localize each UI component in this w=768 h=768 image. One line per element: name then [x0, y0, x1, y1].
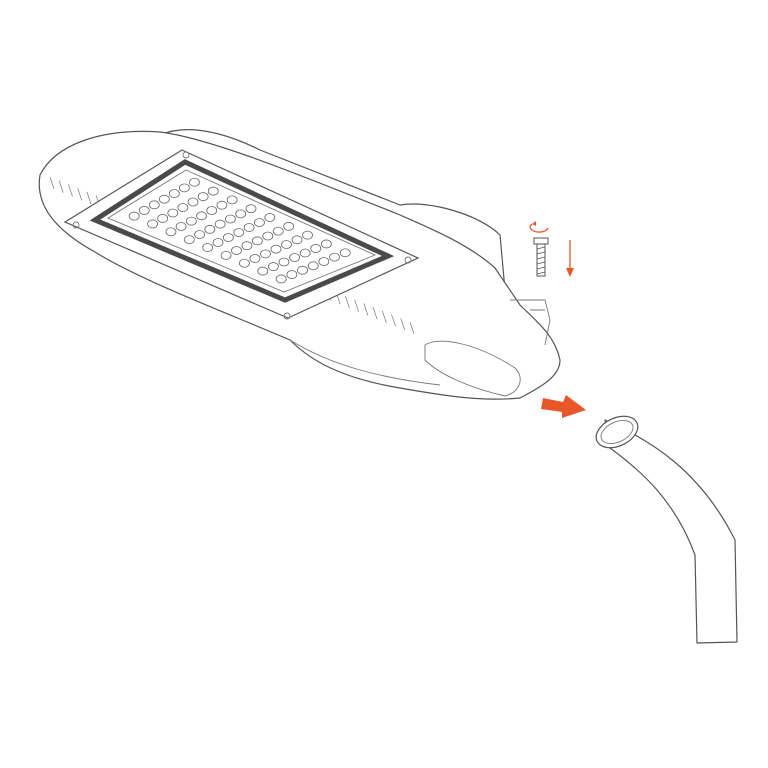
led-lens [178, 183, 190, 193]
fin-line [400, 318, 406, 331]
led-lens [307, 261, 319, 271]
led-lens [207, 186, 219, 196]
led-lens [249, 254, 261, 263]
fin-line [391, 314, 396, 327]
led-lens [267, 262, 279, 271]
led-lens [291, 235, 303, 245]
led-lens [329, 252, 340, 262]
fin-line [372, 307, 378, 320]
fin-line [381, 310, 387, 323]
fin-line [363, 303, 369, 316]
street-light-head [38, 129, 561, 400]
screw [533, 237, 549, 277]
fin-line [68, 184, 73, 197]
rotate-arrow-icon [529, 221, 549, 233]
led-lens [185, 216, 197, 226]
led-lens [168, 189, 180, 198]
led-lens [196, 211, 207, 221]
panel-screw [182, 151, 190, 159]
led-lens [264, 213, 276, 222]
led-lens [222, 233, 234, 242]
mounting-pole [595, 415, 738, 644]
led-lens [262, 231, 274, 241]
led-lens [216, 200, 228, 210]
led-lens [212, 238, 224, 247]
led-lens [278, 257, 290, 267]
panel-screw [72, 221, 80, 229]
fin-line [409, 321, 415, 335]
led-lens [260, 249, 271, 259]
led-lens [339, 248, 351, 258]
led-lens [204, 224, 216, 234]
led-lens [245, 204, 257, 214]
led-lens [167, 208, 179, 218]
led-lens [148, 200, 160, 210]
mount-recess [424, 340, 521, 397]
fin-line [58, 180, 64, 193]
led-lens [225, 214, 236, 224]
led-lens [239, 258, 250, 268]
led-lens [318, 257, 330, 266]
led-lens [241, 241, 253, 251]
fin-line [345, 295, 350, 309]
led-lens [165, 227, 177, 237]
led-lens [189, 177, 200, 187]
led-lens [243, 223, 255, 232]
fin-line [86, 191, 92, 204]
led-lens [310, 244, 322, 253]
led-lens [257, 266, 269, 276]
led-lens [183, 235, 195, 245]
led-array [128, 177, 351, 284]
led-lens [272, 226, 284, 236]
led-lens [283, 221, 295, 231]
down-arrow-icon [566, 240, 574, 277]
led-lens [158, 194, 170, 204]
led-lens [320, 239, 332, 249]
led-lens [297, 265, 308, 275]
led-lens [197, 192, 209, 201]
led-lens [251, 236, 263, 246]
led-lens [175, 222, 187, 231]
led-lens [220, 250, 232, 260]
led-lens [270, 244, 282, 254]
led-lens [202, 243, 214, 252]
led-lens [147, 219, 158, 229]
led-lens [214, 219, 226, 229]
led-lens [206, 206, 218, 215]
led-lens [289, 253, 300, 262]
led-lens [177, 203, 189, 212]
led-lens [194, 230, 205, 239]
led-lens [138, 206, 150, 215]
led-lens [275, 274, 287, 284]
led-lens [233, 228, 245, 237]
led-lens [128, 211, 140, 221]
fin-line [49, 176, 55, 190]
led-lens [187, 197, 199, 207]
fin-line [354, 299, 359, 312]
insert-arrow-icon [541, 395, 586, 418]
led-lens [226, 195, 238, 205]
led-lens [281, 240, 292, 249]
led-lens [302, 230, 313, 240]
led-lens [231, 246, 242, 255]
led-lens [254, 218, 265, 227]
fin-line [77, 188, 83, 201]
panel-screw [404, 256, 412, 264]
led-lens [299, 248, 311, 258]
led-lens [157, 214, 169, 223]
led-lens [286, 270, 298, 279]
panel-screw [283, 312, 291, 320]
led-lens [235, 209, 247, 219]
